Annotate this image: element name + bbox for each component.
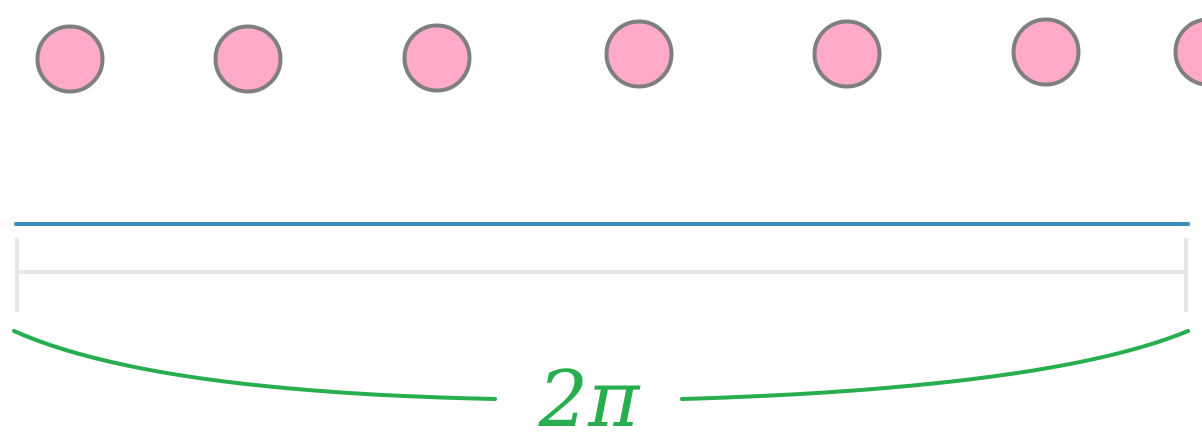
- dot-6: [1011, 17, 1081, 87]
- brace-right-arc: [680, 329, 1190, 401]
- dot-7: [1173, 18, 1202, 86]
- brace-left-arc: [12, 329, 497, 401]
- dot-4: [604, 19, 674, 89]
- brace: [12, 329, 1190, 401]
- dot-2: [213, 24, 283, 94]
- dot-5: [812, 19, 882, 89]
- dot-3: [402, 23, 472, 93]
- length-bracket: [15, 238, 1188, 312]
- two-pi-label: 2π: [538, 355, 642, 437]
- dot-1: [35, 24, 105, 94]
- dots-row: [35, 17, 1202, 94]
